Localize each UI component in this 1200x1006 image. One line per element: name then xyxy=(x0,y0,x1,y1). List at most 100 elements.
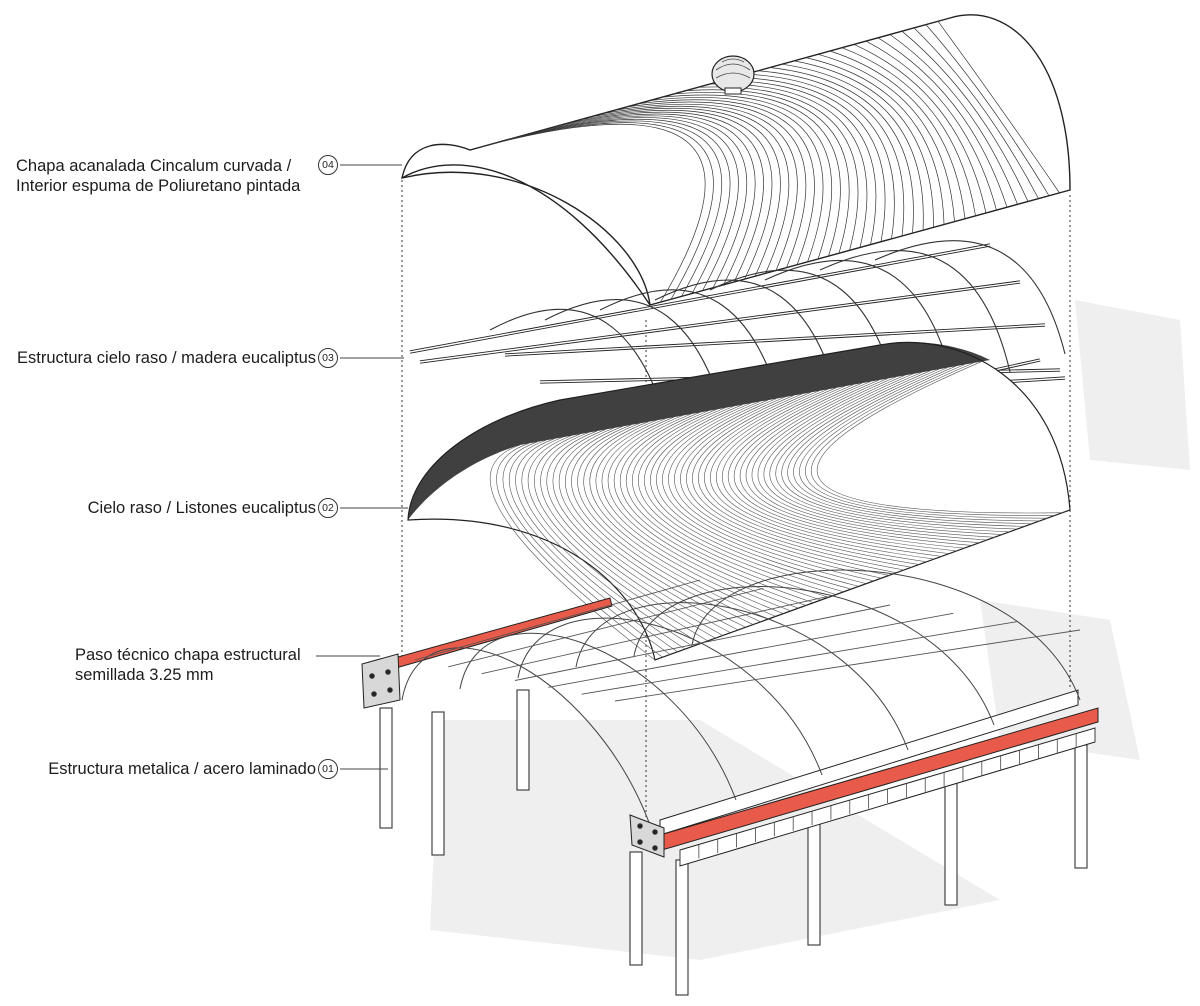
ceiling-slat xyxy=(496,443,663,658)
ceiling-slat xyxy=(680,396,889,576)
ceiling-slat xyxy=(763,375,995,538)
roof-rib xyxy=(781,63,924,231)
roof-rib xyxy=(745,73,895,239)
steel-column xyxy=(379,707,393,829)
steel-column xyxy=(1074,744,1088,869)
ceiling-slat xyxy=(607,415,799,609)
purlin xyxy=(614,629,1081,702)
ceiling-slat xyxy=(769,373,1003,535)
ceiling-slat xyxy=(565,426,746,628)
callout-label-02: Cielo raso / Listones eucaliptus xyxy=(87,499,316,517)
ceiling-slat xyxy=(489,444,656,661)
purlin xyxy=(581,621,1017,695)
ceiling-rib xyxy=(874,240,1066,355)
ceiling-slat xyxy=(577,423,761,623)
roof-rib xyxy=(817,53,955,222)
callout-label-paso-tecnico: Paso técnico chapa estructural semillada… xyxy=(75,646,301,684)
ceiling-slat xyxy=(502,441,671,655)
ceiling-slat xyxy=(710,389,927,563)
ceiling-slat xyxy=(595,418,784,614)
ceiling-slat xyxy=(583,421,769,620)
ceiling-slat xyxy=(686,395,897,574)
roof-rib xyxy=(613,103,798,271)
roof-rib xyxy=(529,117,739,291)
roof-rib xyxy=(505,120,723,297)
steel-arch xyxy=(459,632,737,801)
ceiling-slat xyxy=(534,433,708,642)
ceiling-slat xyxy=(558,427,739,631)
ceiling-slat xyxy=(727,384,950,554)
ceiling-slat xyxy=(613,413,807,606)
purlin xyxy=(448,587,764,668)
ceiling-slat xyxy=(509,440,678,653)
roof-rib xyxy=(481,123,706,303)
roof-rib xyxy=(853,44,987,214)
ceiling-slat xyxy=(552,429,731,633)
ceiling-slat xyxy=(589,419,776,617)
roof-rib xyxy=(925,24,1050,196)
ceiling-slat xyxy=(787,368,1025,527)
steel-column xyxy=(629,851,643,966)
roof-rib xyxy=(913,27,1039,199)
batten-highlight xyxy=(504,324,1046,356)
ceiling-slat xyxy=(644,406,844,593)
ceiling-slat xyxy=(620,412,814,604)
callout-label-01: Estructura metalica / acero laminado xyxy=(48,760,316,778)
ceiling-slat xyxy=(775,372,1010,533)
steel-column xyxy=(675,859,689,996)
ceiling-slat xyxy=(521,436,693,647)
roof-rib xyxy=(769,67,914,234)
roof-rib xyxy=(661,94,833,260)
end-plate-right xyxy=(629,814,665,858)
steel-arch xyxy=(633,586,995,726)
steel-column xyxy=(431,711,445,856)
callout-number-03: 03 xyxy=(318,348,338,368)
ceiling-slat xyxy=(656,402,859,587)
ceiling-rib xyxy=(819,250,1011,373)
roof-rib xyxy=(589,107,781,277)
purlin xyxy=(414,579,701,661)
steel-arch xyxy=(401,647,651,826)
callout-number-01: 01 xyxy=(318,759,338,779)
ceiling-slat xyxy=(571,424,754,625)
purlin xyxy=(514,604,891,681)
steel-arch xyxy=(517,617,823,776)
ceiling-slat xyxy=(793,367,1033,524)
ceiling-slat xyxy=(638,407,837,595)
ceiling-slat xyxy=(733,382,957,552)
roof-rib xyxy=(865,40,997,211)
roof-rib xyxy=(565,111,764,283)
callout-label-03: Estructura cielo raso / madera eucaliptu… xyxy=(17,349,316,367)
ceiling-slat xyxy=(632,409,829,598)
callout-number-02: 02 xyxy=(318,498,338,518)
roof-rib xyxy=(841,47,976,216)
ceiling-slat xyxy=(662,401,867,584)
roof-rib xyxy=(637,99,815,265)
ceiling-slat xyxy=(757,376,988,541)
roof-rib xyxy=(757,70,905,237)
ceiling-slats-layer-02 xyxy=(407,341,1071,661)
roof-ventilator-icon xyxy=(711,55,755,95)
steel-column xyxy=(807,814,821,946)
purlin xyxy=(481,596,827,675)
ceiling-slat xyxy=(751,378,980,544)
ceiling-slat xyxy=(674,398,882,579)
ceiling-slat xyxy=(704,390,920,565)
roof-sheet-layer-04 xyxy=(401,14,1071,306)
roof-rib xyxy=(937,21,1060,194)
ceiling-slat xyxy=(698,392,912,568)
ceiling-slat xyxy=(527,435,701,644)
ceiling-slat xyxy=(650,404,852,590)
batten-highlight xyxy=(419,281,1021,363)
roof-rib xyxy=(877,37,1008,208)
roof-rib xyxy=(829,50,966,219)
purlin xyxy=(548,612,954,688)
leader-lines xyxy=(316,164,408,770)
steel-column xyxy=(516,689,530,791)
steel-column xyxy=(944,779,958,906)
steel-arch xyxy=(691,569,1081,701)
roof-rib xyxy=(733,77,886,242)
ceiling-slat xyxy=(721,385,942,557)
roof-rib xyxy=(721,80,877,245)
